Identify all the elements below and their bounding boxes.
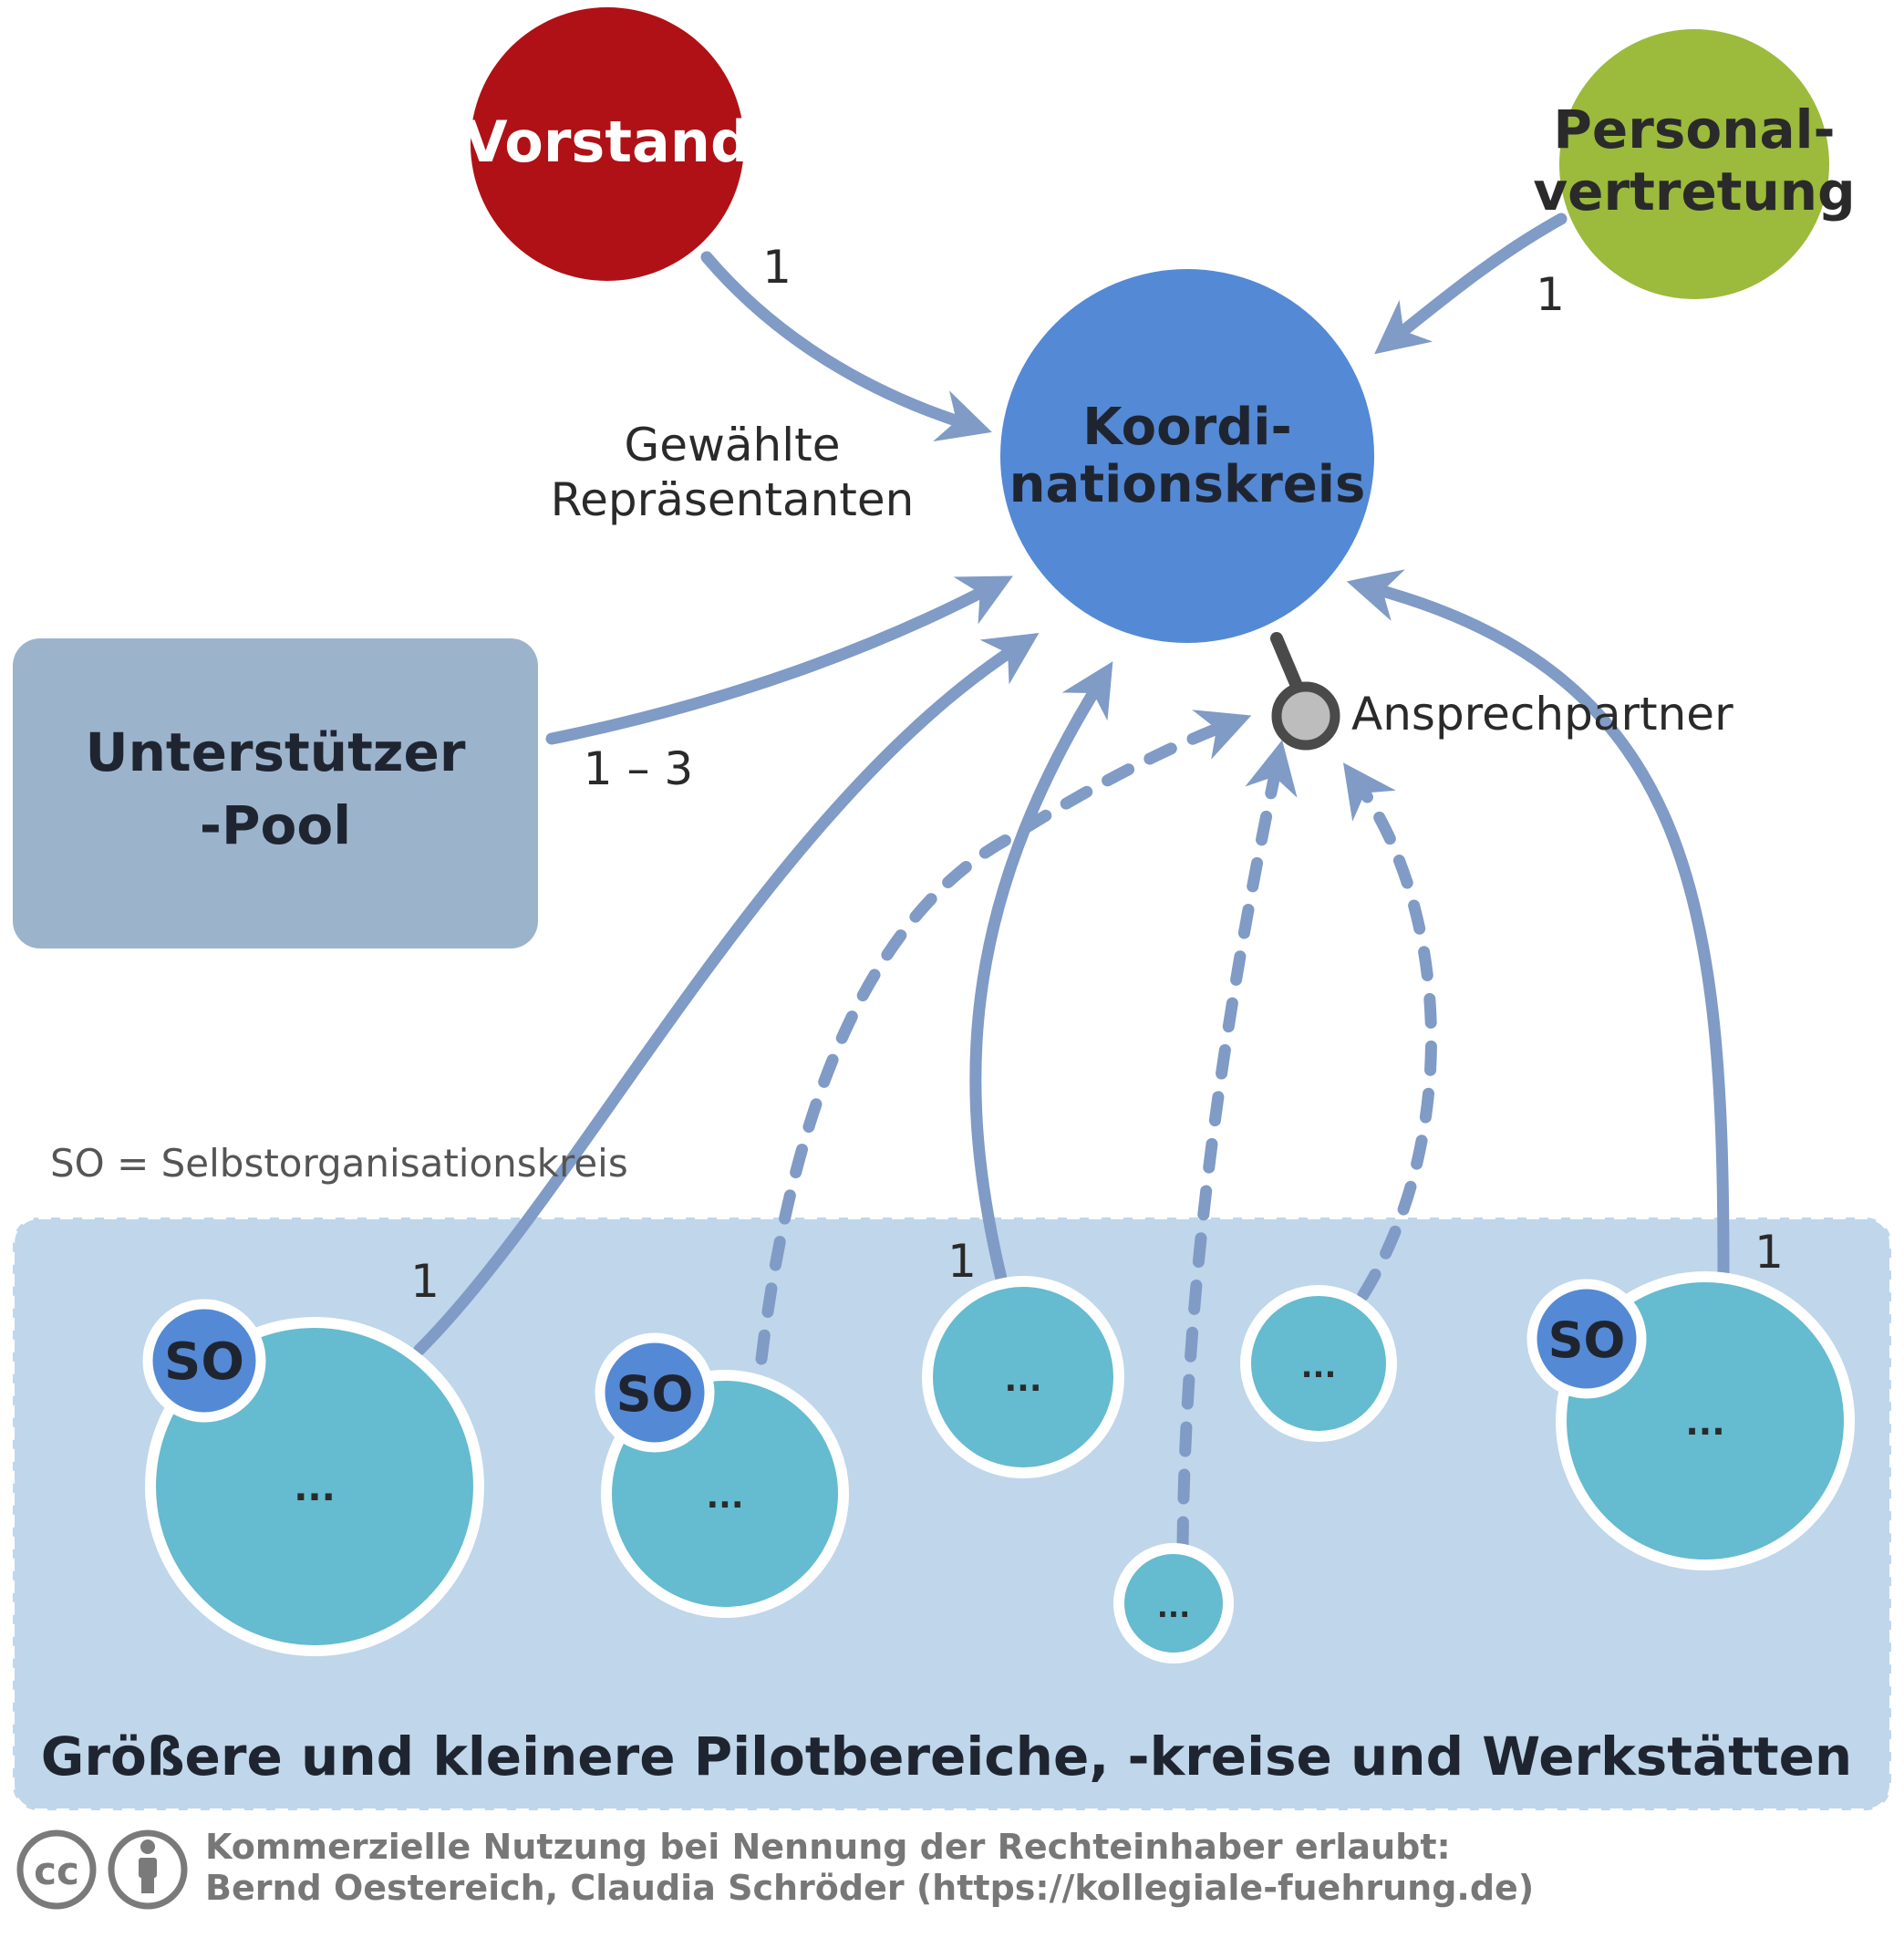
so-badge-3: SO [1526, 1279, 1647, 1399]
koord-label-line1: Koordi- [1082, 398, 1292, 457]
arrow-circle6-to-koord [1346, 569, 1730, 1279]
connector-arrows [413, 212, 1730, 1552]
footer-line1: Kommerzielle Nutzung bei Nennung der Rec… [205, 1827, 1451, 1867]
koordinationskreis-node: Koordi- nationskreis [1000, 269, 1374, 643]
so-badge-2-label: SO [616, 1365, 694, 1423]
pool-label-line2: -Pool [200, 794, 351, 856]
circle2-ellipsis: ... [706, 1478, 743, 1516]
count-circle1: 1 [410, 1255, 440, 1308]
cc-icon: cc [16, 1829, 97, 1910]
arrow-personal-to-koord [1374, 212, 1568, 355]
pilot-area-title: Größere und kleinere Pilotbereiche, -kre… [41, 1726, 1852, 1788]
koord-label-line2: nationskreis [1009, 455, 1366, 514]
circle3-ellipsis: ... [1004, 1362, 1041, 1399]
dashed-arrow-circle2 [755, 710, 1252, 1365]
legend-so: SO = Selbstorganisationskreis [50, 1141, 628, 1186]
so-badge-3-label: SO [1548, 1311, 1626, 1369]
ansprechpartner-dot [1271, 681, 1340, 751]
gewaehlte-label-line2: Repräsentanten [551, 473, 915, 526]
pilot-area-box [11, 1216, 1893, 1812]
circle6-ellipsis: ... [1685, 1403, 1724, 1443]
count-personal: 1 [1536, 268, 1565, 321]
personalvertretung-node: Personal- vertretung [1533, 29, 1856, 299]
arrow-circle3-to-koord [969, 661, 1113, 1285]
so-badge-1: SO [142, 1299, 266, 1423]
personal-label-line2: vertretung [1533, 161, 1855, 223]
count-circle6: 1 [1754, 1226, 1784, 1279]
circle4-ellipsis: ... [1301, 1349, 1337, 1385]
pilot-circle-5: ... [1113, 1543, 1234, 1663]
ansprechpartner-label: Ansprechpartner [1351, 688, 1733, 741]
attribution-icon [108, 1829, 188, 1910]
dashed-arrow-circle5 [1176, 740, 1298, 1552]
unterstuetzer-pool-box [13, 638, 538, 948]
count-pool: 1 – 3 [584, 742, 693, 795]
so-badge-1-label: SO [164, 1332, 244, 1392]
pool-label-line1: Unterstützer [85, 721, 465, 783]
cc-icon-label: cc [34, 1849, 79, 1893]
vorstand-node: Vorstand [464, 7, 751, 281]
arrow-pool-to-koord [545, 575, 1013, 745]
ansprechpartner-connector [1270, 632, 1340, 751]
personal-label-line1: Personal- [1553, 98, 1835, 161]
dashed-arrow-circle4 [1343, 762, 1437, 1301]
arrow-vorstand-to-koord [700, 251, 992, 441]
arrow-circle1-to-koord [413, 632, 1040, 1356]
gewaehlte-label-line1: Gewählte [625, 419, 841, 472]
footer-line2: Bernd Oestereich, Claudia Schröder (http… [205, 1868, 1534, 1908]
count-vorstand: 1 [762, 241, 792, 294]
pilot-circle-3: ... [922, 1276, 1124, 1478]
count-circle3: 1 [947, 1235, 977, 1288]
so-badge-2: SO [595, 1332, 715, 1453]
circle5-ellipsis: ... [1157, 1590, 1190, 1624]
pilot-circle-4: ... [1240, 1285, 1397, 1442]
circle1-ellipsis: ... [294, 1467, 336, 1509]
vorstand-label: Vorstand [464, 109, 751, 175]
